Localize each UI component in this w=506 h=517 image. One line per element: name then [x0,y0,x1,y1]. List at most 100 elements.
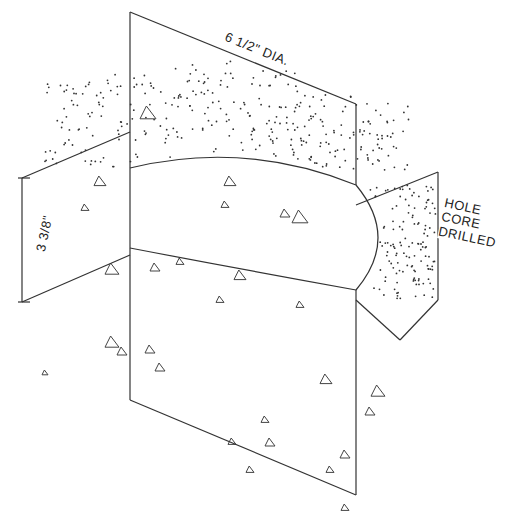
stipple-dot [247,112,249,114]
stipple-dot [369,123,371,125]
stipple-dot [213,151,215,153]
stipple-dot [312,96,314,98]
stipple-dot [400,245,402,247]
stipple-dot [413,192,415,194]
stipple-dot [415,295,417,297]
stipple-dot [377,138,379,140]
stipple-dot [153,87,155,89]
stipple-dot [296,104,298,106]
stipple-dot [422,283,424,285]
stipple-dot [292,149,294,151]
stipple-dot [376,187,378,189]
stipple-dot [412,215,414,217]
stipple-dot [328,143,330,145]
stipple-dot [411,265,413,267]
stipple-dot [420,249,422,251]
stipple-dot [272,140,274,142]
stipple-dot [113,166,115,168]
stipple-dot [254,129,256,131]
stipple-dot [387,189,389,191]
stipple-dot [394,288,396,290]
stipple-dot [425,246,427,248]
stipple-dot [381,138,383,140]
stipple-dot [414,279,416,281]
stipple-dot [308,134,310,136]
aggregate-stone [176,258,184,264]
stipple-dot [431,296,433,298]
stipple-dot [424,229,426,231]
stipple-dot [92,135,94,137]
stipple-dot [403,112,405,114]
stipple-dot [293,154,295,156]
stipple-dot [340,124,342,126]
stipple-dot [301,144,303,146]
stipple-dot [91,112,93,114]
stipple-dot [427,268,429,270]
stipple-dot [54,152,56,154]
stipple-dot [242,149,244,151]
stipple-dot [195,94,197,96]
aggregate-stone [155,363,165,371]
stipple-dot [60,85,62,87]
stipple-dot [249,115,251,117]
aggregate-stone [326,466,334,472]
stipple-dot [418,243,420,245]
stipple-dot [135,153,137,155]
stipple-dot [87,113,89,115]
stipple-dot [408,205,410,207]
stipple-dot [378,160,380,162]
stipple-dot [402,229,404,231]
stipple-dot [392,244,394,246]
stipple-dot [150,85,152,87]
stipple-dot [310,118,312,120]
stipple-dot [88,84,90,86]
stipple-dot [274,122,276,124]
stipple-dot [56,120,58,122]
stipple-dot [399,297,401,299]
stipple-dot [329,152,331,154]
stipple-dot [192,90,194,92]
stipple-dot [315,113,317,115]
stipple-dot [204,113,206,115]
stipple-dot [133,77,135,79]
stipple-dot [207,107,209,109]
stipple-dot [305,142,307,144]
stipple-dot [381,148,383,150]
stipple-dot [339,166,341,168]
stipple-dot [384,169,386,171]
stipple-dot [227,86,229,88]
stipple-dot [120,121,122,123]
stipple-dot [149,104,151,106]
stipple-dot [414,207,416,209]
stipple-dot [412,216,414,218]
stipple-dot [258,98,260,100]
stipple-dot [387,251,389,253]
stipple-dot [136,84,138,86]
stipple-dot [395,254,397,256]
stipple-dot [268,120,270,122]
stipple-dot [69,129,71,131]
stipple-dot [216,121,218,123]
stipple-dot [430,187,432,189]
stipple-dot [290,144,292,146]
stipple-dot [203,93,205,95]
stipple-dot [359,131,361,133]
stipple-dot [94,161,96,163]
aggregate-stone [265,438,275,446]
aggregate-triangles [42,106,385,510]
stipple-dot [426,186,428,188]
stipple-dot [46,92,48,94]
stipple-dot [333,130,335,132]
stipple-dot [102,105,104,107]
stipple-dot [368,121,370,123]
stipple-dot [304,95,306,97]
stipple-dot [251,139,253,141]
stipple-dot [285,106,287,108]
stipple-dot [387,242,389,244]
stipple-dot [145,132,147,134]
stipple-dot [343,149,345,151]
stipple-dot [426,202,428,204]
stipple-dot [316,162,318,164]
stipple-dot [300,102,302,104]
stipple-dot [230,73,232,75]
